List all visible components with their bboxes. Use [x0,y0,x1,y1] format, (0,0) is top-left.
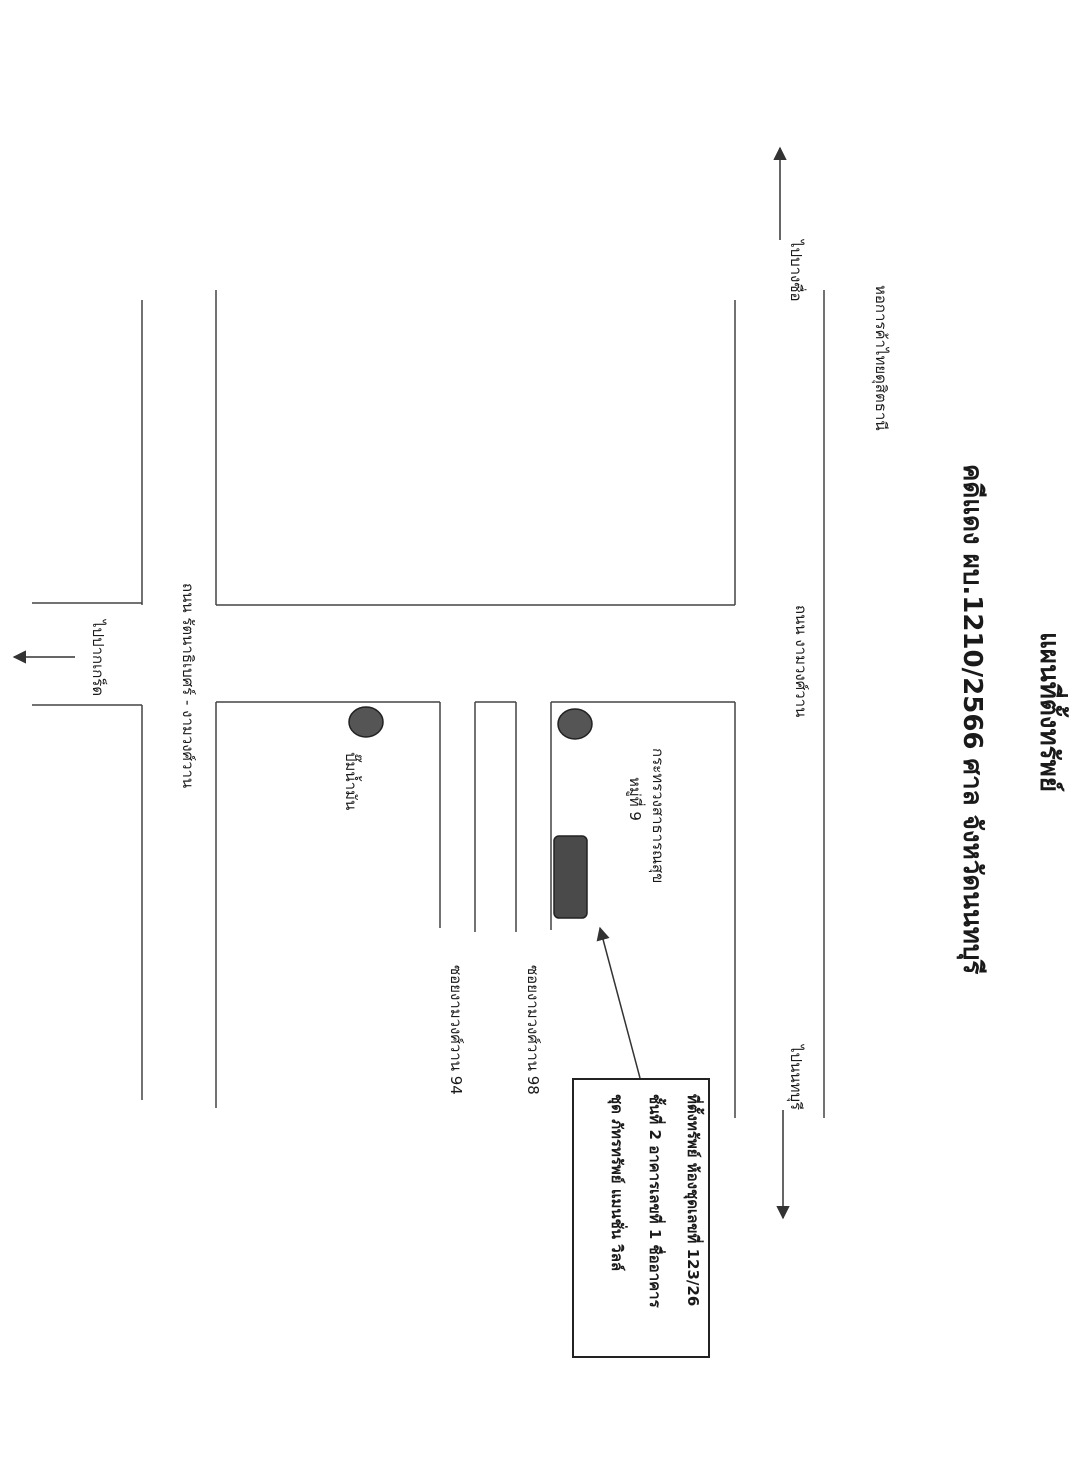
property-building [553,835,588,919]
label-to-nonthaburi: ไปนนทบุรี [787,1045,805,1111]
label-to-pakkret: ไปปากเกร็ด [89,620,107,697]
property-note-line3: ชุด ภัทรทรัพย์ แมนชั่น วิลล์ [608,1094,626,1272]
label-to-bangsue: ไปบางซื่อ [787,240,805,302]
label-soi-94: ซอยงามวงศ์วาน 94 [447,965,465,1095]
case-subtitle: คดีแดง ผบ.1210/2566 ศาล จังหวัดนนทบุรี [957,464,987,975]
label-ratchaphruek-road: ถนน รัตนาธิเบศร์ - งามวงศ์วาน [179,583,197,789]
label-gas-station: ปั๊มน้ำมัน [342,752,360,811]
ministry-marker [557,708,593,740]
label-soi-98: ซอยงามวงศ์วาน 98 [524,965,542,1095]
label-ministry: กระทรวงสาธารณสุข [649,748,667,884]
arrow-pointer-property [596,926,641,1079]
map-title: แผนที่ตั้งทรัพย์ [1034,632,1064,792]
label-ngamwongwan-road: ถนน งามวงศ์วาน [792,605,810,718]
label-kasetsart-tower: หอการค้าไทยดุสิตธานี [872,285,890,431]
gas-station-marker [348,706,384,738]
label-moo9: หมู่ที่ 9 [626,777,644,821]
property-note-line1: ที่ตั้งทรัพย์ ห้องชุดเลขที่ 123/26 [684,1094,702,1307]
property-note-box: ที่ตั้งทรัพย์ ห้องชุดเลขที่ 123/26 ชั้นท… [572,1078,710,1358]
property-note-line2: ชั้นที่ 2 อาคารเลขที่ 1 ชื่ออาคาร [646,1094,664,1308]
